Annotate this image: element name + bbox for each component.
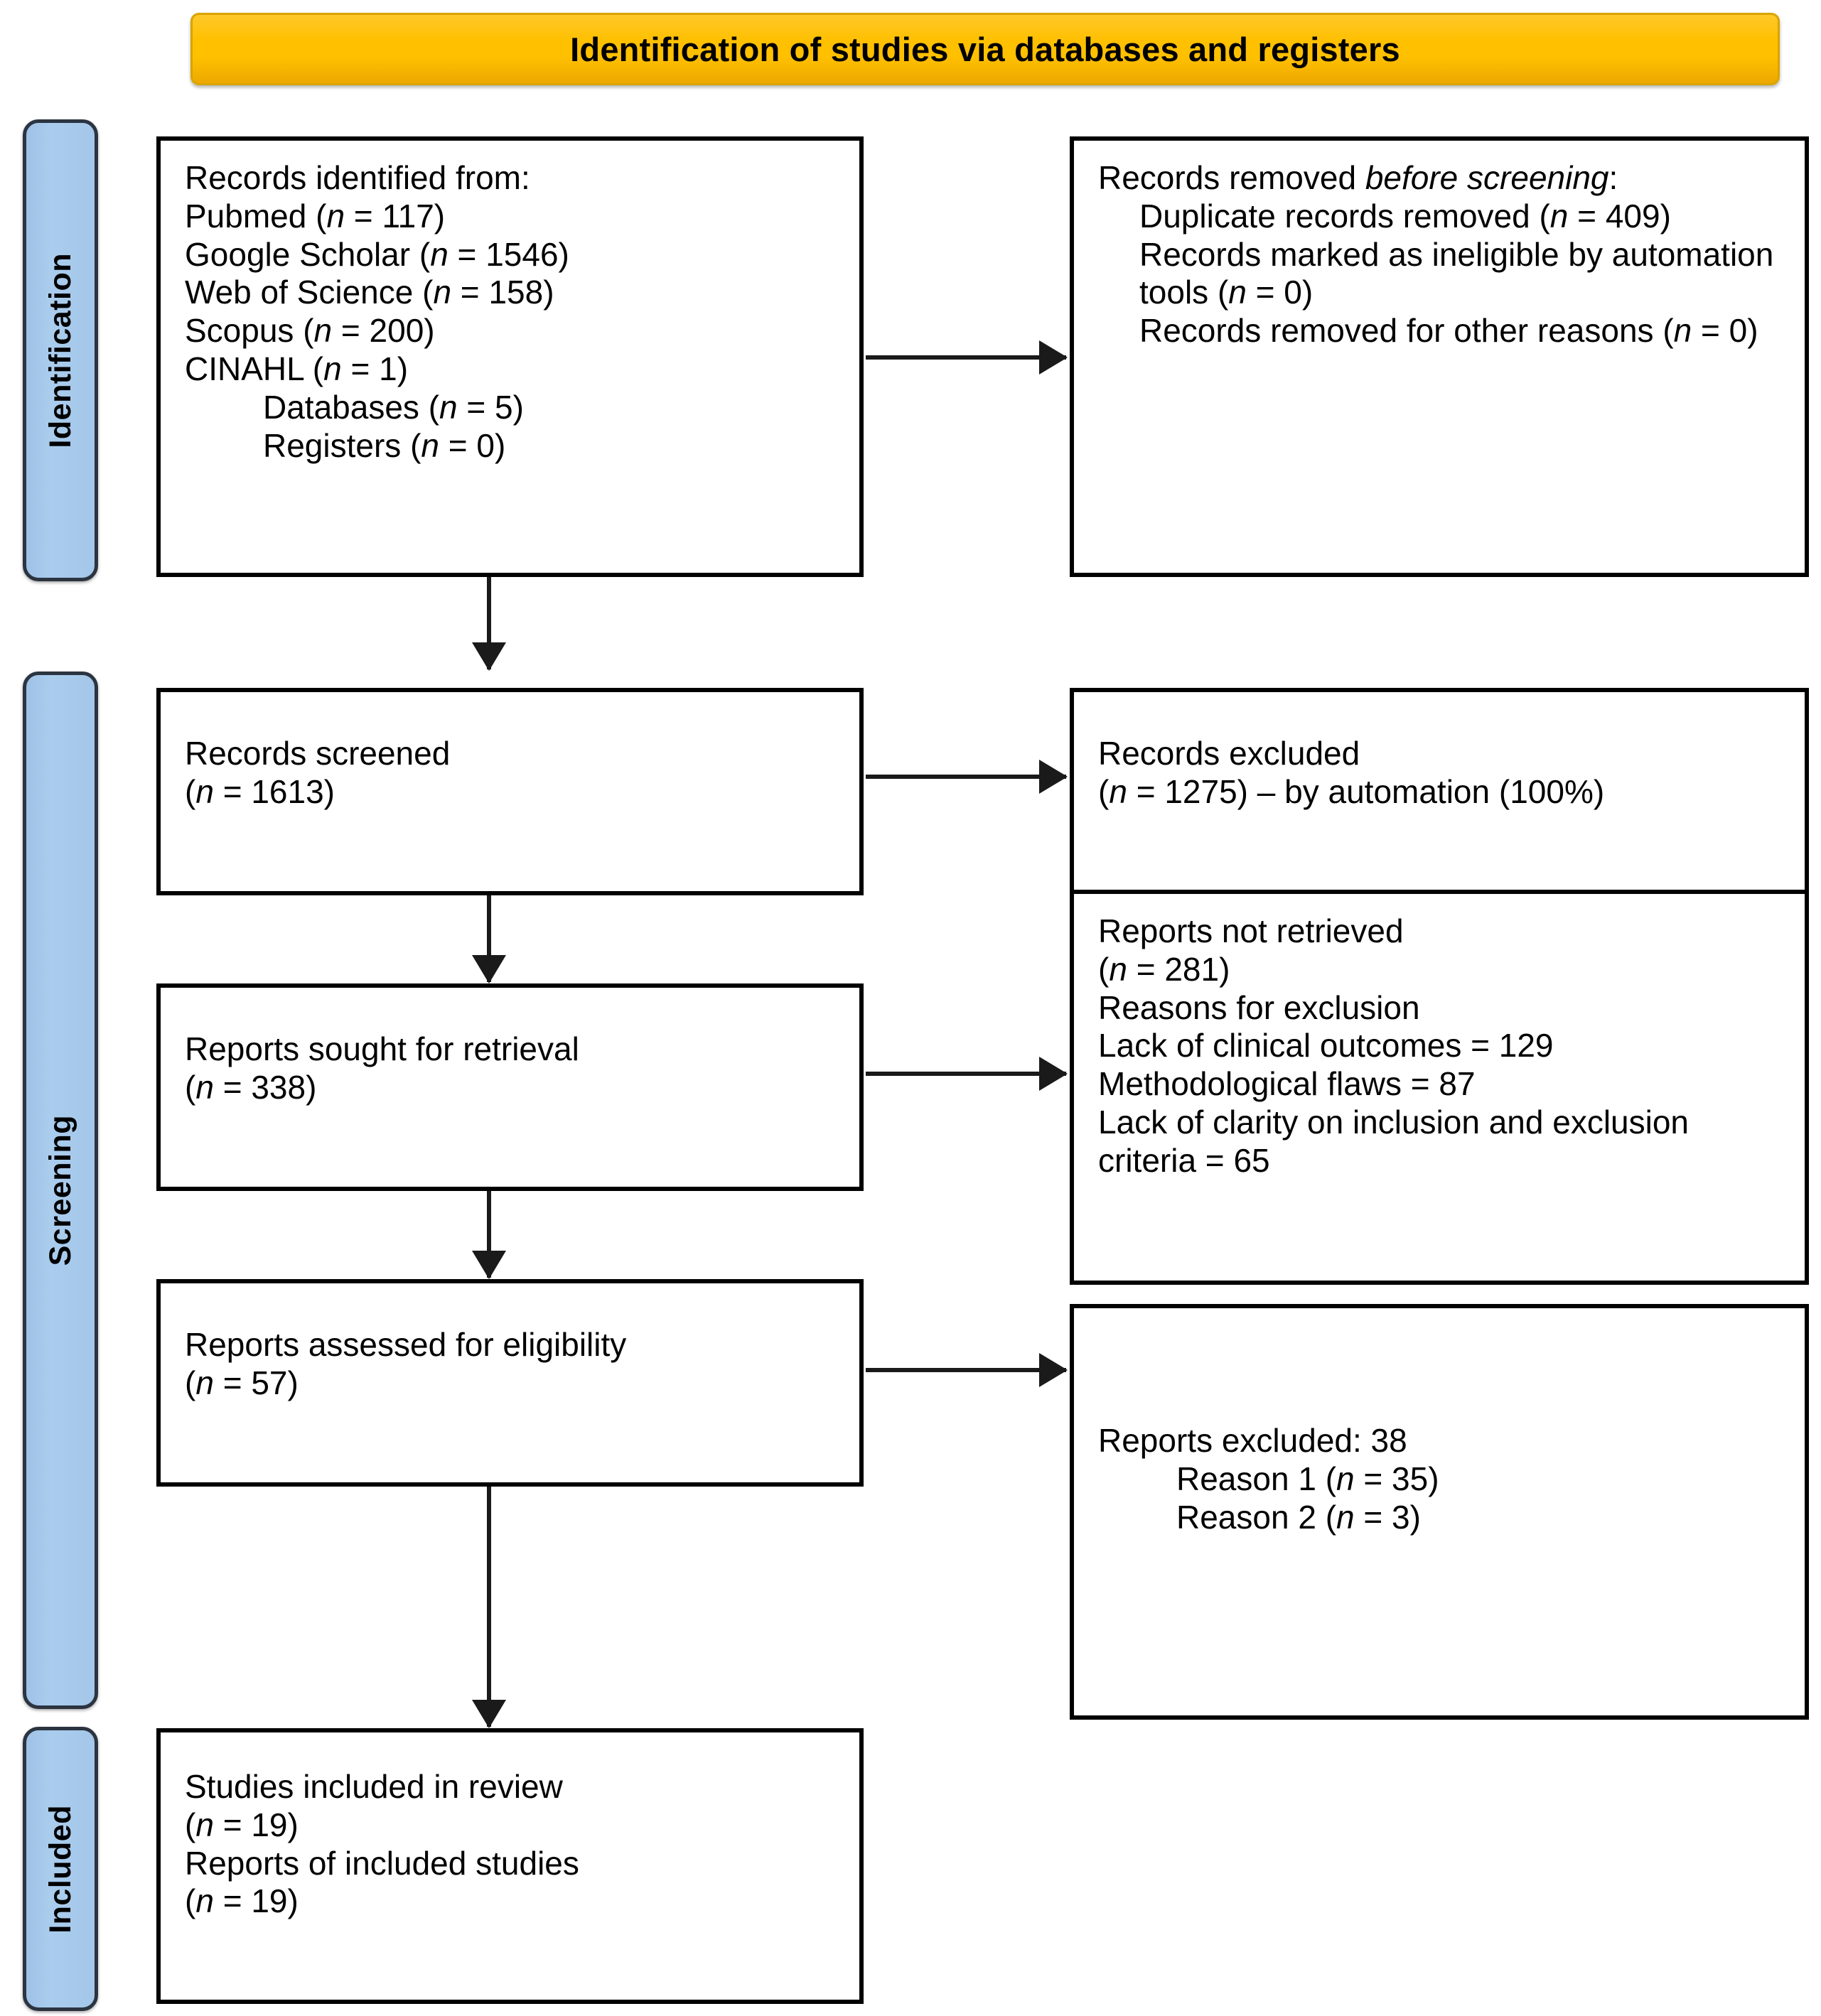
- line-records-removed-2: Records removed for other reasons (n = 0…: [1139, 312, 1758, 350]
- arrow-assessed-to-excluded: [866, 1368, 1066, 1372]
- line-studies-included-2: Reports of included studies: [185, 1844, 579, 1882]
- line-reports-not-retrieved-1: (n = 281): [1098, 950, 1230, 988]
- box-reports-assessed-for-eligibility: Reports assessed for eligibility (n = 57…: [156, 1279, 864, 1487]
- phase-label-included: Included: [23, 1727, 98, 2011]
- diagram-title-banner: Identification of studies via databases …: [190, 13, 1780, 85]
- box-records-excluded: Records excluded (n = 1275) – by automat…: [1070, 688, 1809, 895]
- arrow-sought-to-assessed: [487, 1191, 491, 1278]
- box-reports-not-retrieved: Reports not retrieved (n = 281) Reasons …: [1070, 890, 1809, 1285]
- arrow-sought-to-not-retrieved: [866, 1072, 1066, 1076]
- line-reports-not-retrieved-2: Reasons for exclusion: [1098, 988, 1420, 1026]
- line-records-removed-1: Records marked as ineligible by automati…: [1139, 235, 1774, 311]
- line-records-identified-1: Pubmed (n = 117): [185, 197, 446, 235]
- arrow-screened-to-excluded: [866, 775, 1066, 779]
- phase-label-identification: Identification: [23, 119, 98, 581]
- phase-label-identification-text: Identification: [43, 252, 77, 448]
- box-reports-excluded: Reports excluded: 38 Reason 1 (n = 35) R…: [1070, 1304, 1809, 1720]
- line-records-identified-5: CINAHL (n = 1): [185, 350, 409, 388]
- line-records-excluded-0: Records excluded: [1098, 735, 1360, 772]
- line-records-removed-0: Duplicate records removed (n = 409): [1139, 197, 1671, 235]
- line-studies-included-1: (n = 19): [185, 1806, 299, 1843]
- line-reports-not-retrieved-3: Lack of clinical outcomes = 129: [1098, 1027, 1554, 1064]
- line-reports-excluded-0: Reports excluded: 38: [1098, 1422, 1407, 1459]
- phase-label-screening-text: Screening: [43, 1114, 77, 1266]
- box-records-removed-before-screening: Records removed before screening: Duplic…: [1070, 136, 1809, 577]
- box-reports-sought-for-retrieval: Reports sought for retrieval (n = 338): [156, 983, 864, 1191]
- diagram-title-text: Identification of studies via databases …: [570, 30, 1400, 68]
- line-reports-sought-1: (n = 338): [185, 1068, 317, 1106]
- line-reports-not-retrieved-4: Methodological flaws = 87: [1098, 1065, 1476, 1103]
- line-records-screened-1: (n = 1613): [185, 772, 335, 810]
- line-records-removed-head: Records removed before screening:: [1098, 159, 1618, 196]
- line-reports-excluded-1: Reason 1 (n = 35): [1176, 1460, 1439, 1497]
- phase-label-included-text: Included: [43, 1804, 77, 1934]
- line-reports-excluded-2: Reason 2 (n = 3): [1176, 1498, 1421, 1536]
- phase-label-screening: Screening: [23, 672, 98, 1709]
- line-records-identified-6: Databases (n = 5): [263, 388, 524, 426]
- line-reports-sought-0: Reports sought for retrieval: [185, 1030, 579, 1067]
- arrow-assessed-to-included: [487, 1487, 491, 1727]
- box-records-identified: Records identified from: Pubmed (n = 117…: [156, 136, 864, 577]
- arrow-screened-to-sought: [487, 895, 491, 982]
- arrow-identified-to-removed: [866, 355, 1066, 360]
- line-studies-included-3: (n = 19): [185, 1882, 299, 1920]
- line-records-identified-3: Web of Science (n = 158): [185, 274, 554, 311]
- arrow-identified-to-screened: [487, 577, 491, 669]
- line-records-identified-4: Scopus (n = 200): [185, 312, 435, 350]
- line-studies-included-0: Studies included in review: [185, 1768, 563, 1805]
- line-records-excluded-1: (n = 1275) – by automation (100%): [1098, 772, 1605, 810]
- line-reports-assessed-1: (n = 57): [185, 1364, 299, 1401]
- line-reports-assessed-0: Reports assessed for eligibility: [185, 1326, 627, 1363]
- box-studies-included-in-review: Studies included in review (n = 19) Repo…: [156, 1728, 864, 2004]
- box-records-screened: Records screened (n = 1613): [156, 688, 864, 895]
- line-reports-not-retrieved-5: Lack of clarity on inclusion and exclusi…: [1098, 1104, 1690, 1179]
- line-records-identified-2: Google Scholar (n = 1546): [185, 235, 569, 273]
- line-records-screened-0: Records screened: [185, 735, 451, 772]
- line-reports-not-retrieved-0: Reports not retrieved: [1098, 912, 1404, 949]
- line-records-identified-0: Records identified from:: [185, 159, 530, 196]
- line-records-identified-7: Registers (n = 0): [263, 426, 506, 464]
